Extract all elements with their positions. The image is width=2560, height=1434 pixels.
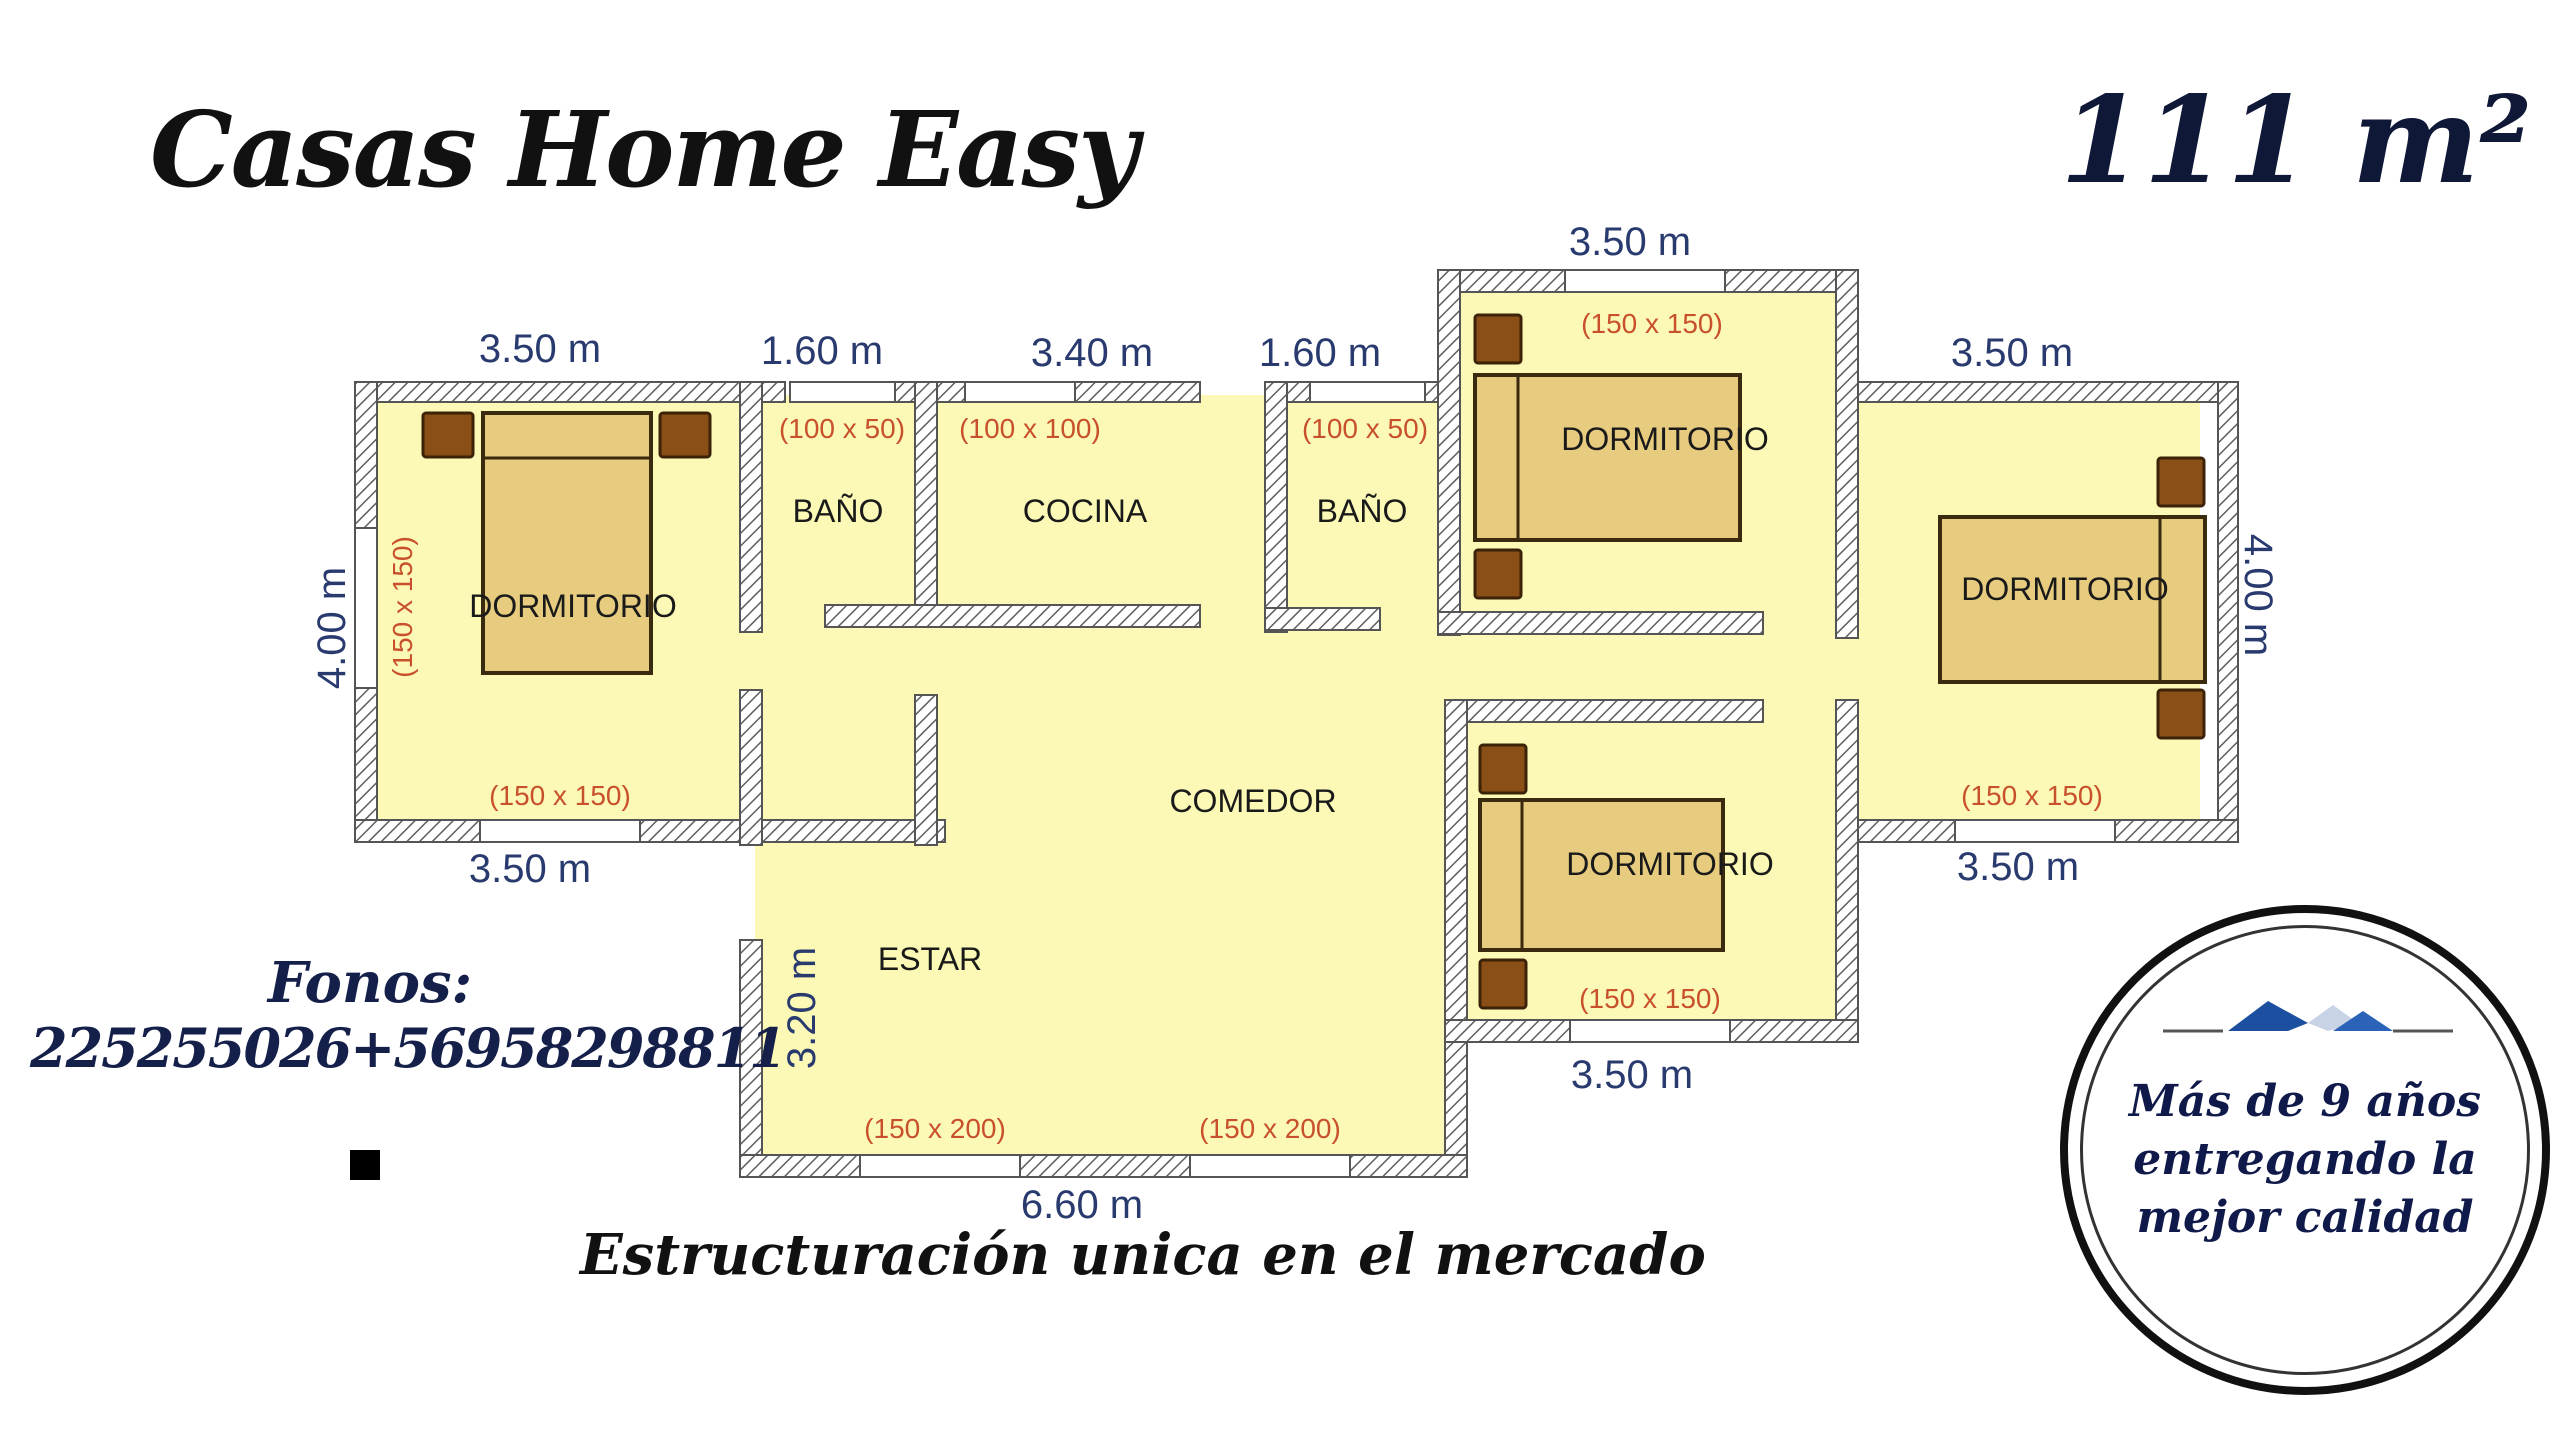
bed bbox=[481, 411, 653, 675]
dimension-label: 3.50 m bbox=[1951, 331, 2073, 375]
opening-label: (150 x 150) bbox=[1581, 308, 1723, 339]
dimension-label: 3.20 m bbox=[780, 947, 824, 1069]
bed bbox=[1473, 373, 1742, 542]
room-label-dorm-right: DORMITORIO bbox=[1961, 571, 2168, 607]
opening-label: (100 x 50) bbox=[1302, 413, 1428, 444]
badge-text: Más de 9 años entregando la mejor calida… bbox=[2129, 1076, 2481, 1243]
nightstand bbox=[658, 411, 712, 459]
dimension-label: 4.00 m bbox=[310, 567, 354, 689]
contact-block: Fonos: 225255026+56958298811 bbox=[30, 950, 787, 1080]
dimension-label: 3.50 m bbox=[469, 847, 591, 891]
quality-badge: Más de 9 años entregando la mejor calida… bbox=[2060, 905, 2550, 1395]
room-label-dorm-bottom-mid: DORMITORIO bbox=[1566, 846, 1773, 882]
opening-label: (150 x 200) bbox=[864, 1113, 1006, 1144]
opening-label: (150 x 200) bbox=[1199, 1113, 1341, 1144]
walls bbox=[354, 269, 2239, 1178]
dimension-label: 3.50 m bbox=[1957, 845, 2079, 889]
nightstand bbox=[1478, 958, 1528, 1010]
dimension-label: 1.60 m bbox=[761, 329, 883, 373]
room-label-estar: ESTAR bbox=[878, 941, 982, 977]
window-openings bbox=[354, 269, 2116, 1178]
bullet-square bbox=[350, 1150, 380, 1180]
dimension-label: 3.50 m bbox=[1569, 220, 1691, 264]
opening-label: (150 x 150) bbox=[489, 780, 631, 811]
total-area: 111 m² bbox=[2060, 70, 2532, 211]
room-label-dorm-top-mid: DORMITORIO bbox=[1561, 421, 1768, 457]
house-roof-logo-icon bbox=[2163, 1001, 2453, 1033]
room-label-cocina: COCINA bbox=[1023, 493, 1148, 529]
dimension-label: 3.40 m bbox=[1031, 331, 1153, 375]
nightstand bbox=[2156, 688, 2206, 740]
opening-label: (150 x 150) bbox=[387, 536, 418, 678]
phone-number: 225255026+56958298811 bbox=[30, 1016, 787, 1080]
nightstand bbox=[2156, 456, 2206, 508]
tagline: Estructuración unica en el mercado bbox=[580, 1222, 1706, 1288]
furniture bbox=[421, 313, 2207, 1010]
room-label-comedor: COMEDOR bbox=[1169, 783, 1336, 819]
opening-label: (150 x 150) bbox=[1579, 983, 1721, 1014]
nightstand bbox=[1478, 743, 1528, 795]
opening-label: (100 x 100) bbox=[959, 413, 1101, 444]
opening-label: (150 x 150) bbox=[1961, 780, 2103, 811]
nightstand bbox=[1473, 313, 1523, 365]
nightstand bbox=[1473, 548, 1523, 600]
dimension-label: 3.50 m bbox=[1571, 1053, 1693, 1097]
badge-inner-ring bbox=[2080, 925, 2530, 1375]
dimension-label: 3.50 m bbox=[479, 327, 601, 371]
dimension-label: 4.00 m bbox=[2236, 534, 2280, 656]
room-label-dorm-left: DORMITORIO bbox=[469, 588, 676, 624]
dimension-label: 1.60 m bbox=[1259, 331, 1381, 375]
room-label-bano-2: BAÑO bbox=[1317, 493, 1408, 529]
dimension-label: 6.60 m bbox=[1021, 1183, 1143, 1227]
phone-label: Fonos: bbox=[267, 950, 473, 1016]
room-label-bano-1: BAÑO bbox=[793, 493, 884, 529]
nightstand bbox=[421, 411, 475, 459]
opening-label: (100 x 50) bbox=[779, 413, 905, 444]
brand-title: Casas Home Easy bbox=[150, 88, 1139, 211]
